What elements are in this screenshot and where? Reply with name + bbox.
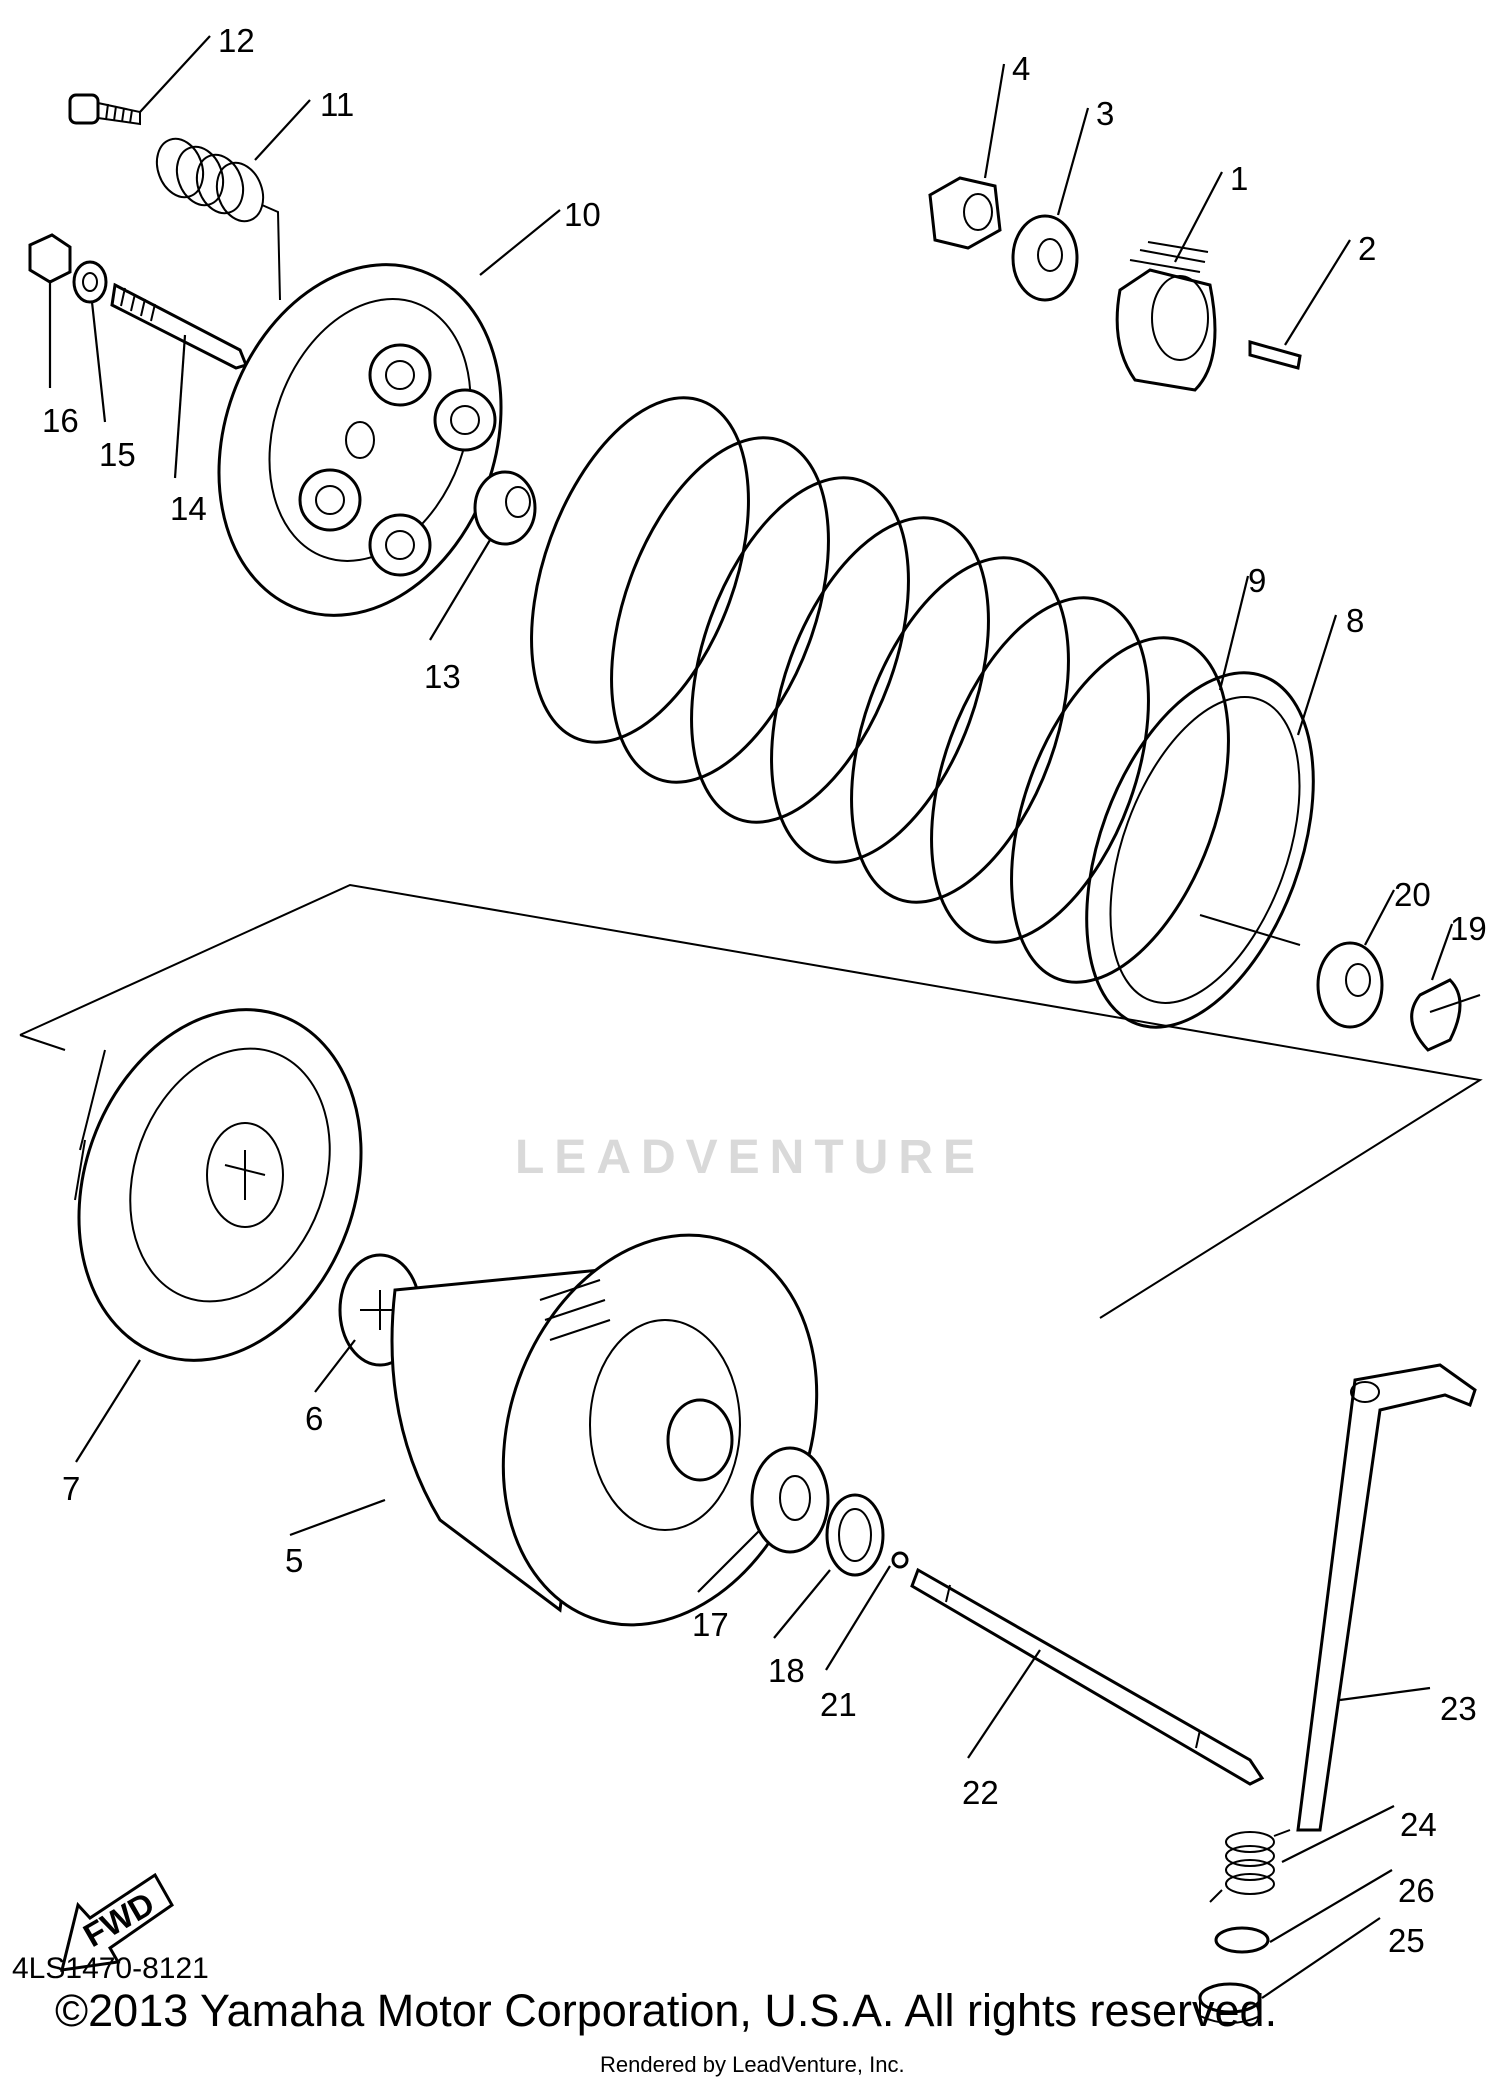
part-22-push-rod (910, 1567, 1265, 1786)
callout-1: 1 (1230, 160, 1248, 197)
callout-4: 4 (1012, 50, 1030, 87)
callout-3: 3 (1096, 95, 1114, 132)
part-15-washer (72, 260, 108, 304)
part-16-nut (28, 233, 72, 284)
callout-2: 2 (1358, 230, 1376, 267)
callout-23: 23 (1440, 1690, 1477, 1727)
part-4-nut (928, 176, 1002, 250)
copyright-notice: ©2013 Yamaha Motor Corporation, U.S.A. A… (55, 1985, 1278, 2036)
part-10-pressure-plate (217, 263, 503, 617)
callout-13: 13 (424, 658, 461, 695)
part-17-washer (750, 1446, 830, 1554)
callout-6: 6 (305, 1400, 323, 1437)
part-7-primary-driven-gear (74, 1008, 363, 1362)
part-21-ball (891, 1551, 909, 1569)
callout-16: 16 (42, 402, 79, 439)
part-code: 4LS1470-8121 (12, 1952, 209, 1985)
rendered-by-notice: Rendered by LeadVenture, Inc. (600, 2052, 905, 2077)
callout-21: 21 (820, 1686, 857, 1723)
callout-25: 25 (1388, 1922, 1425, 1959)
callout-20: 20 (1394, 876, 1431, 913)
callout-26: 26 (1398, 1872, 1435, 1909)
callout-5: 5 (285, 1542, 303, 1579)
part-11-spring (155, 137, 281, 301)
callout-19: 19 (1450, 910, 1487, 947)
part-13-nut (473, 470, 537, 546)
part-3-washer (1011, 214, 1079, 302)
callout-10: 10 (564, 196, 601, 233)
callout-9: 9 (1248, 562, 1266, 599)
leader-lines (48, 35, 1454, 1999)
callout-11: 11 (320, 86, 354, 123)
callout-14: 14 (170, 490, 207, 527)
watermark: LEADVENTURE (514, 1131, 986, 1184)
assembly-outline (19, 883, 1483, 1319)
part-24-spring (1209, 1829, 1291, 1903)
part-19-circlip (1410, 978, 1481, 1052)
part-12-bolt (68, 93, 141, 126)
part-23-push-lever-shaft (1296, 1363, 1477, 1832)
clutch-plate-stack (530, 396, 1315, 1029)
part-1-primary-drive-gear (1115, 241, 1217, 392)
callout-12: 12 (218, 22, 255, 59)
part-18-washer (825, 1493, 885, 1577)
callout-labels: 1234567891011121314151617181920212223242… (42, 22, 1487, 1959)
callout-8: 8 (1346, 602, 1364, 639)
part-25-oil-seal (1198, 1982, 1262, 2024)
part-26-circlip (1214, 1926, 1270, 1954)
callout-17: 17 (692, 1606, 729, 1643)
callout-24: 24 (1400, 1806, 1437, 1843)
callout-15: 15 (99, 436, 136, 473)
part-20-collar (1316, 941, 1384, 1029)
part-5-clutch-boss (390, 1233, 819, 1627)
part-14-push-rod (110, 282, 249, 370)
callout-18: 18 (768, 1652, 805, 1689)
part-2-key (1248, 340, 1302, 370)
callout-22: 22 (962, 1774, 999, 1811)
callout-7: 7 (62, 1470, 80, 1507)
